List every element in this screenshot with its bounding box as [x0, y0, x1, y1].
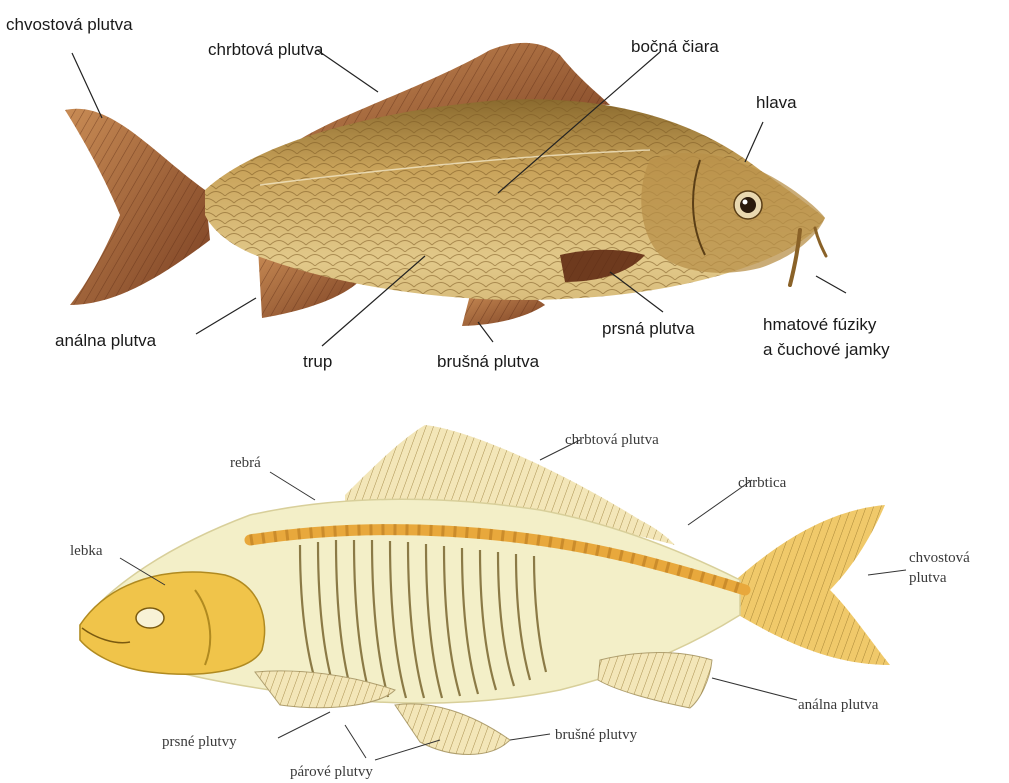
- label-dorsal-fin: chrbtová plutva: [208, 40, 324, 59]
- skeleton-label-skull: lebka: [70, 543, 103, 559]
- skeleton-label-tail-fin-line1: chvostová: [909, 550, 970, 566]
- label-trunk: trup: [303, 352, 332, 371]
- label-anal-fin: análna plutva: [55, 331, 157, 350]
- skeleton-label-pectoral-fins: prsné plutvy: [162, 734, 237, 750]
- label-pelvic-fin: brušná plutva: [437, 352, 540, 371]
- tail-fin-shape: [65, 109, 210, 305]
- skeleton-anal-fin: [598, 653, 712, 709]
- label-pectoral-fin: prsná plutva: [602, 319, 695, 338]
- skeleton-label-paired-fins: párové plutvy: [290, 764, 373, 780]
- skeleton-tail-fin: [730, 505, 890, 665]
- label-lateral-line: bočná čiara: [631, 37, 719, 56]
- skeleton-label-pelvic-fins: brušné plutvy: [555, 727, 638, 743]
- skeleton-label-dorsal-fin: chrbtová plutva: [565, 432, 659, 448]
- carp-eye: [734, 191, 762, 219]
- skeleton-label-spine: chrbtica: [738, 475, 787, 491]
- skeleton-pelvic-fin: [395, 704, 510, 755]
- skeleton-label-tail-fin-line2: plutva: [909, 570, 947, 586]
- skeleton-skull: [80, 572, 265, 674]
- label-barbels-line2: a čuchové jamky: [763, 340, 890, 359]
- label-tail-fin: chvostová plutva: [6, 15, 133, 34]
- label-head: hlava: [756, 93, 797, 112]
- label-barbels-line1: hmatové fúziky: [763, 315, 877, 334]
- carp-illustration: [65, 43, 826, 326]
- skeleton-label-ribs: rebrá: [230, 455, 261, 471]
- skeleton-label-anal-fin: análna plutva: [798, 697, 879, 713]
